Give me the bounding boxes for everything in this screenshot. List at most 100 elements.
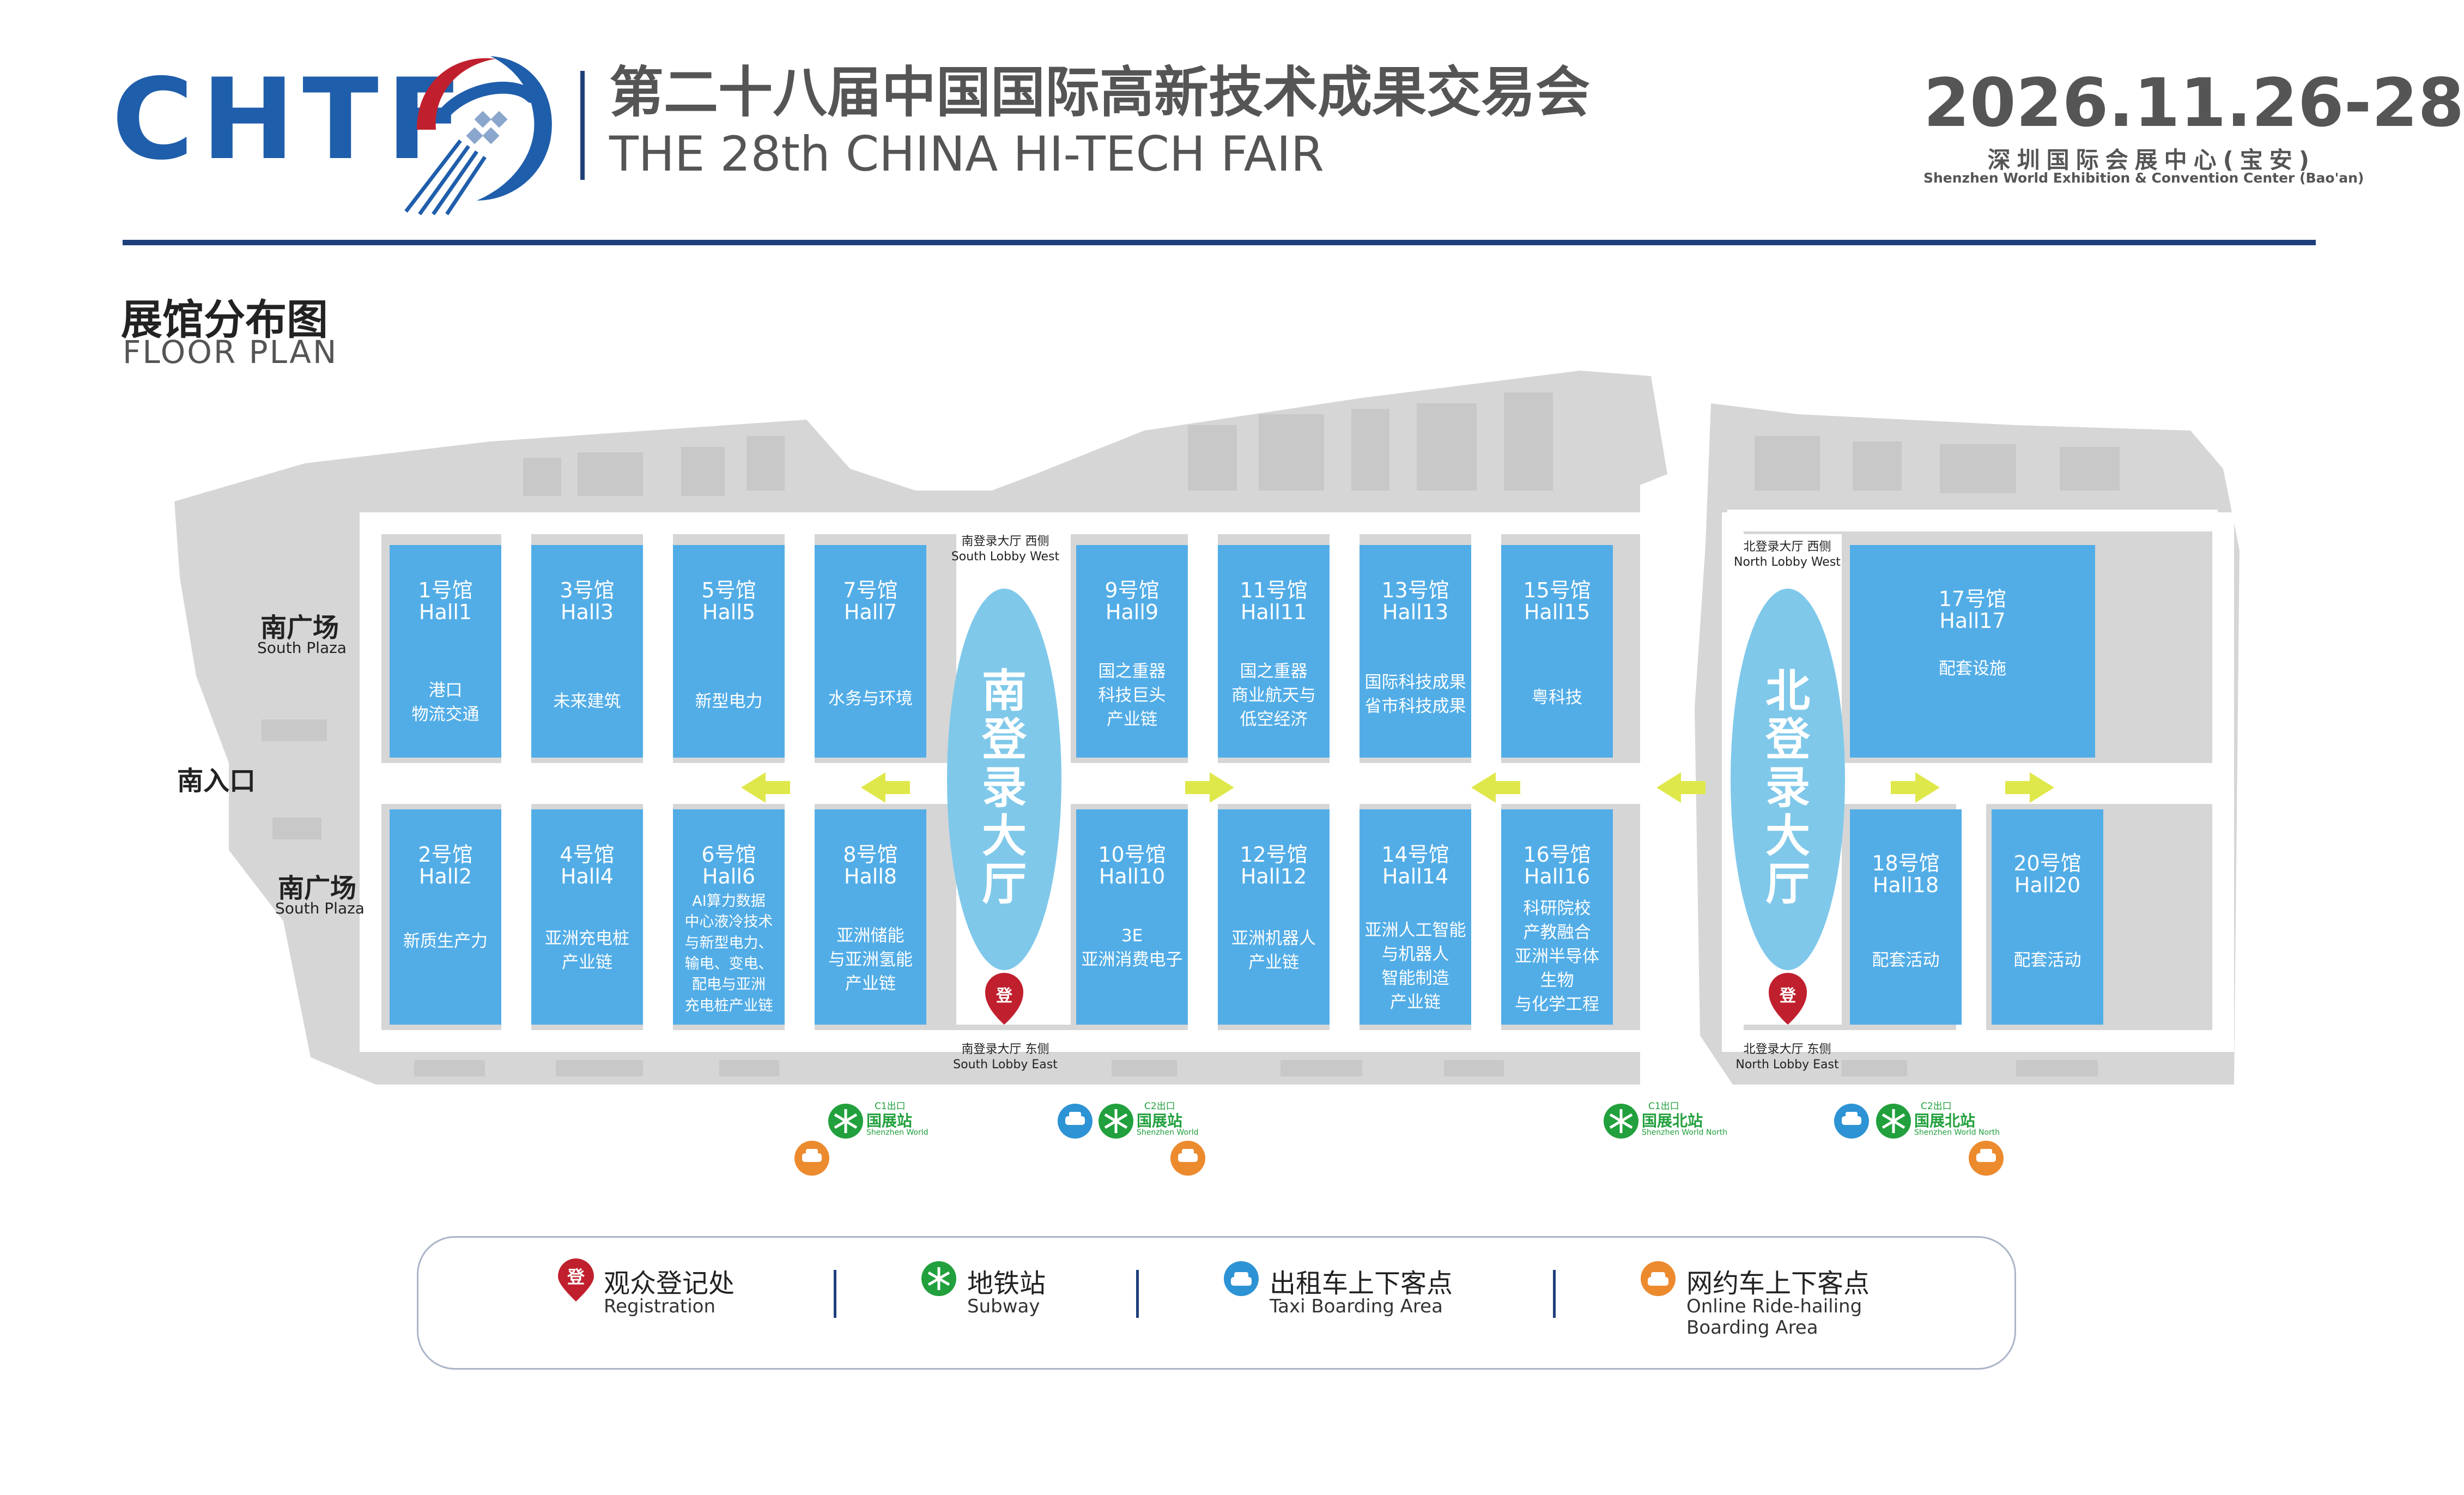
hall-theme: AI算力数据 中心液冷技术 与新型电力、 输电、变电、 配电与亚洲 充电桩产业链 bbox=[684, 893, 773, 1014]
hall-theme: 新型电力 bbox=[695, 692, 763, 711]
hall-name-en: Hall5 bbox=[702, 600, 756, 624]
station-name-en: Shenzhen World bbox=[866, 1128, 928, 1137]
legend-label-cn: 地铁站 bbox=[967, 1268, 1046, 1299]
station-name: 国展北站 bbox=[1642, 1112, 1703, 1130]
hall-theme: 配套设施 bbox=[1939, 659, 2006, 679]
hall-name-cn: 1号馆 bbox=[418, 578, 473, 602]
arrow-right-icon bbox=[1185, 772, 1234, 803]
hall-theme: 国之重器 商业航天与 低空经济 bbox=[1231, 662, 1316, 730]
registration-icon: 登 bbox=[558, 1258, 594, 1302]
station-name-en: Shenzhen World bbox=[1137, 1128, 1199, 1137]
arrow-right-icon bbox=[1891, 772, 1940, 803]
south-lobby-label[interactable]: 南 登 录 大 厅 bbox=[981, 665, 1027, 911]
station-exit-label: C1出口 bbox=[875, 1101, 906, 1112]
station-name: 国展站 bbox=[866, 1112, 913, 1130]
legend-label-cn: 网约车上下客点 bbox=[1686, 1268, 1870, 1299]
hall-name-en: Hall14 bbox=[1382, 864, 1449, 888]
legend-separator bbox=[1553, 1270, 1556, 1318]
station-exit-label: C2出口 bbox=[1144, 1101, 1175, 1112]
logo-wordmark: CHTF bbox=[112, 55, 470, 185]
hall-name-cn: 13号馆 bbox=[1381, 578, 1449, 602]
hall-theme: 未来建筑 bbox=[553, 692, 621, 711]
station-name-en: Shenzhen World North bbox=[1914, 1128, 2000, 1137]
section-title-en: FLOOR PLAN bbox=[123, 334, 338, 371]
hall-theme: 水务与环境 bbox=[828, 689, 913, 709]
hall-name-en: Hall11 bbox=[1240, 600, 1307, 624]
hall-name-en: Hall10 bbox=[1099, 864, 1166, 888]
north-lobby-shape bbox=[1731, 589, 1845, 970]
hall-name-en: Hall1 bbox=[418, 600, 472, 624]
hall-theme: 亚洲充电桩 产业链 bbox=[545, 929, 629, 973]
section-title-cn: 展馆分布图 bbox=[121, 295, 328, 344]
fair-title-en: THE 28th CHINA HI-TECH FAIR bbox=[609, 126, 1324, 182]
south-plaza-label-cn: 南广场 bbox=[278, 873, 357, 904]
hall-name-cn: 15号馆 bbox=[1523, 578, 1591, 602]
arrow-left-icon bbox=[861, 772, 910, 803]
hall-name-cn: 10号馆 bbox=[1098, 843, 1166, 867]
south-lobby-shape bbox=[947, 589, 1061, 970]
hall-name-en: Hall8 bbox=[843, 864, 897, 888]
hall-name-cn: 11号馆 bbox=[1240, 578, 1308, 602]
title-divider bbox=[580, 71, 585, 180]
north-lobby-label[interactable]: 北 登 录 大 厅 bbox=[1765, 665, 1810, 911]
south-plaza-label-en: South Plaza bbox=[275, 899, 365, 917]
hall-name-cn: 9号馆 bbox=[1104, 578, 1160, 602]
hall-name-en: Hall4 bbox=[560, 864, 614, 888]
venue-en: Shenzhen World Exhibition & Convention C… bbox=[1923, 170, 2364, 186]
hall-theme: 粤科技 bbox=[1532, 688, 1582, 707]
legend-label-en: Taxi Boarding Area bbox=[1270, 1296, 1443, 1317]
hall-theme: 配套活动 bbox=[1872, 951, 1940, 970]
svg-text:登: 登 bbox=[567, 1267, 585, 1287]
subway-station-icons bbox=[828, 1104, 1911, 1139]
hall-theme: 新质生产力 bbox=[403, 931, 488, 951]
legend-panel bbox=[417, 1236, 2016, 1370]
legend-separator bbox=[1136, 1270, 1139, 1318]
registration-pin-north bbox=[1769, 973, 1807, 1025]
hall-name-cn: 20号馆 bbox=[2013, 851, 2081, 875]
arrow-left-icon bbox=[1656, 772, 1706, 803]
hall-name-cn: 2号馆 bbox=[418, 843, 473, 867]
hall-theme: 亚洲机器人 产业链 bbox=[1231, 929, 1316, 973]
south-plaza-label-en: South Plaza bbox=[257, 639, 347, 657]
station-name: 国展站 bbox=[1137, 1112, 1183, 1130]
hall-theme: 亚洲储能 与亚洲氢能 产业链 bbox=[828, 926, 913, 994]
hall-theme: 科研院校 产教融合 亚洲半导体 生物 与化学工程 bbox=[1515, 899, 1599, 1015]
ridehail-stand-icons bbox=[794, 1141, 2004, 1176]
hall-theme: 亚洲人工智能 与机器人 智能制造 产业链 bbox=[1364, 921, 1466, 1013]
hall-name-en: Hall9 bbox=[1105, 600, 1159, 624]
hall-name-en: Hall12 bbox=[1240, 864, 1307, 888]
hall-name-en: Hall17 bbox=[1939, 608, 2006, 633]
legend-label-cn: 出租车上下客点 bbox=[1270, 1268, 1453, 1299]
hall-theme: 港口 物流交通 bbox=[411, 681, 480, 725]
station-name: 国展北站 bbox=[1914, 1112, 1976, 1130]
ridehail-icon bbox=[1641, 1261, 1676, 1296]
hall-name-en: Hall18 bbox=[1872, 873, 1939, 897]
hall-theme: 配套活动 bbox=[2013, 951, 2081, 970]
arrow-left-icon bbox=[741, 772, 790, 803]
logo-emblem-icon bbox=[404, 56, 552, 216]
hall-name-cn: 7号馆 bbox=[843, 578, 898, 602]
